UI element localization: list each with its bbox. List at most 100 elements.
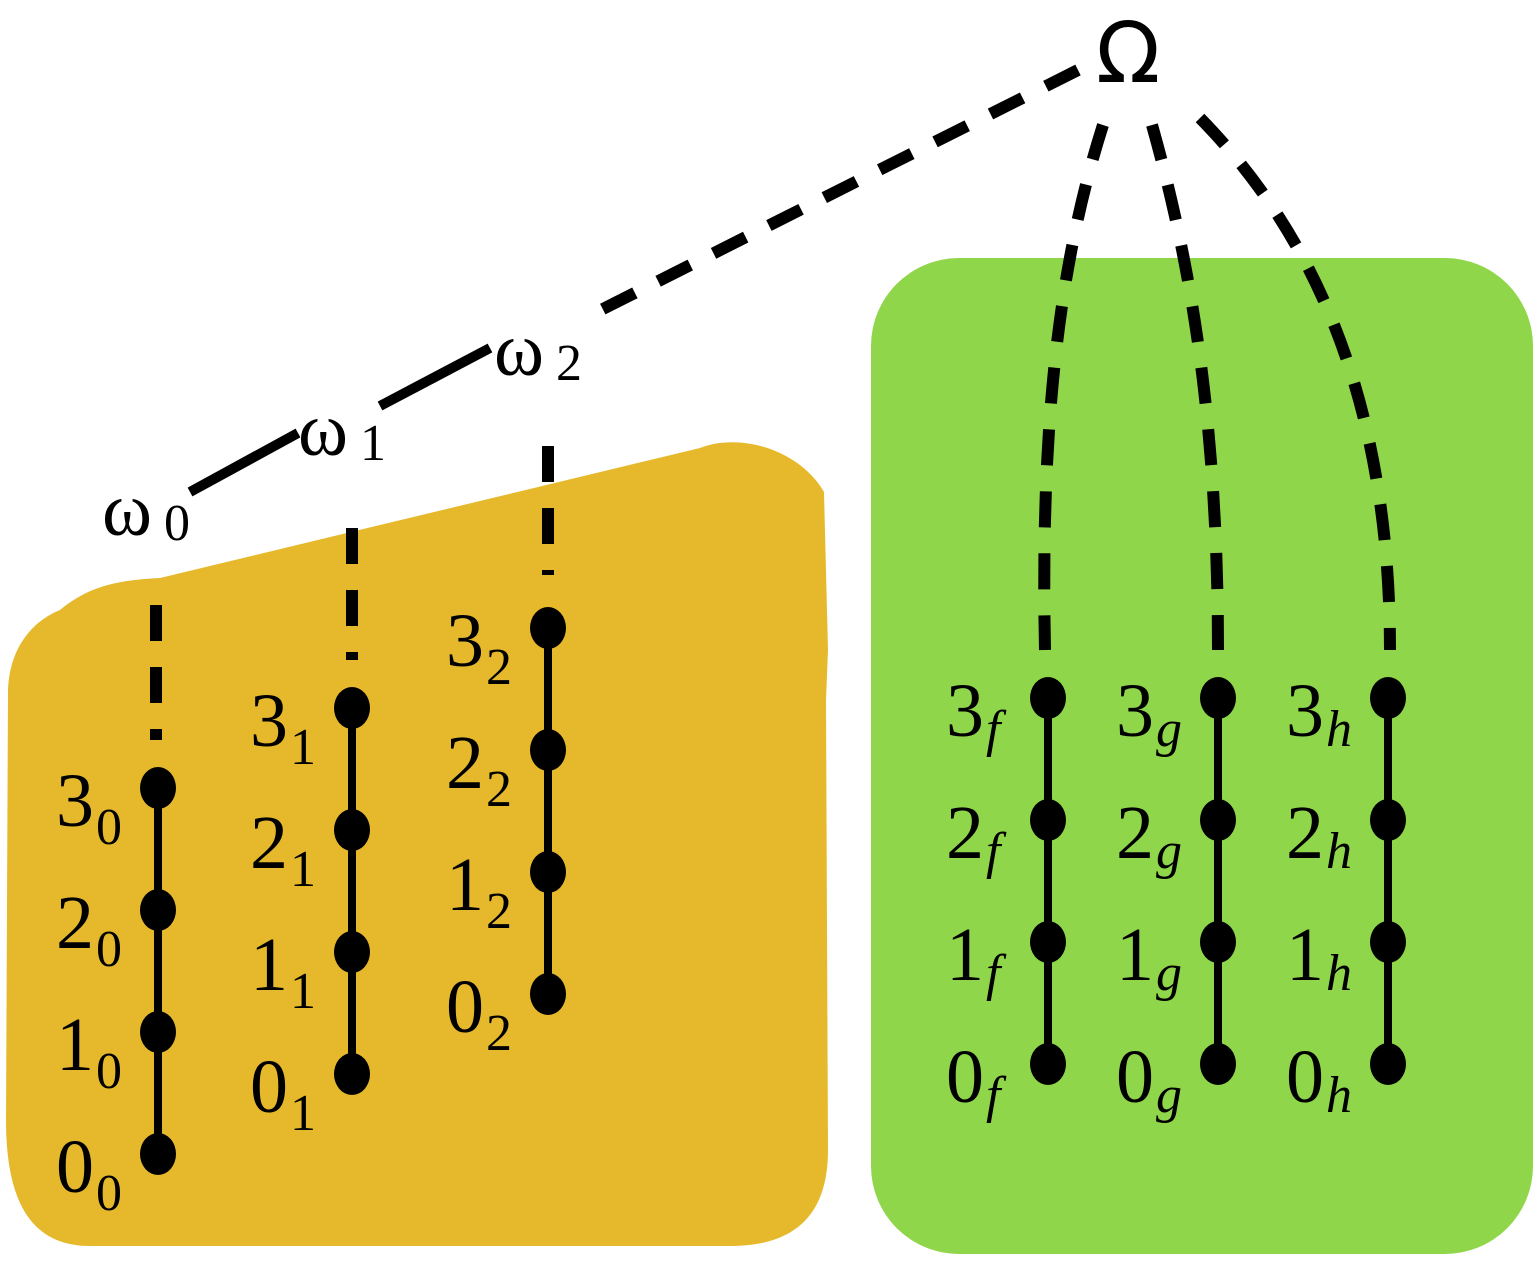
omega-0-label: ω 0 <box>102 468 190 552</box>
node-number: 0 <box>56 1125 94 1209</box>
node-number: 0 <box>250 1045 288 1129</box>
omega-2-label: ω 2 <box>494 308 582 392</box>
node-subscript: 1 <box>290 963 316 1020</box>
ordinal-0-node-dot <box>140 1133 176 1175</box>
node-number: 3 <box>1286 669 1324 753</box>
node-number: 3 <box>1116 669 1154 753</box>
extra-h-node-dot <box>1370 799 1406 841</box>
svg-text:ω: ω <box>494 308 544 392</box>
dashed-edge-omega-to-3f <box>1038 123 1109 651</box>
node-subscript: g <box>1156 945 1182 1002</box>
dashed-edge-omega-to-3h <box>1195 113 1396 651</box>
node-subscript: g <box>1156 823 1182 880</box>
ordinal-1-node-dot <box>334 809 370 851</box>
node-subscript: 0 <box>96 921 122 978</box>
extra-g-node-dot <box>1200 799 1236 841</box>
node-number: 2 <box>946 791 984 875</box>
svg-text:2: 2 <box>556 335 582 392</box>
node-subscript: 1 <box>290 719 316 776</box>
node-subscript: 2 <box>486 639 512 696</box>
edge-omega1-omega2 <box>377 343 493 411</box>
ordinal-0-node-dot <box>140 889 176 931</box>
omega-1-label: ω 1 <box>298 388 386 472</box>
node-subscript: h <box>1326 823 1352 880</box>
ordinal-2-node-dot <box>530 729 566 771</box>
node-number: 1 <box>446 843 484 927</box>
svg-text:0: 0 <box>164 495 190 552</box>
node-number: 3 <box>946 669 984 753</box>
node-number: 1 <box>56 1003 94 1087</box>
extra-f-node-dot <box>1030 1043 1066 1085</box>
node-subscript: 0 <box>96 799 122 856</box>
dashed-edge-omega-to-3g <box>1146 123 1224 651</box>
node-number: 3 <box>446 599 484 683</box>
ordinal-region <box>6 442 828 1246</box>
node-number: 3 <box>250 679 288 763</box>
node-number: 2 <box>1116 791 1154 875</box>
node-number: 1 <box>946 913 984 997</box>
node-subscript: 1 <box>290 1085 316 1142</box>
extra-g-node-dot <box>1200 1043 1236 1085</box>
dashed-edge-omega-to-omega2 <box>582 64 1081 324</box>
node-subscript: 2 <box>486 883 512 940</box>
ordinal-1-node-dot <box>334 1053 370 1095</box>
ordinal-1-node-dot <box>334 687 370 729</box>
extra-g-node-dot <box>1200 677 1236 719</box>
node-number: 2 <box>250 801 288 885</box>
node-subscript: 2 <box>486 1005 512 1062</box>
ordinal-2-node-dot <box>530 973 566 1015</box>
ordinal-1-node-dot <box>334 931 370 973</box>
extra-h-node-dot <box>1370 1043 1406 1085</box>
node-subscript: 0 <box>96 1043 122 1100</box>
node-subscript: h <box>1326 701 1352 758</box>
edge-omega0-omega1 <box>187 428 301 497</box>
node-number: 3 <box>56 759 94 843</box>
node-subscript: h <box>1326 1067 1352 1124</box>
node-number: 0 <box>946 1035 984 1119</box>
ordinal-2-node-dot <box>530 851 566 893</box>
ordinal-0-node-dot <box>140 767 176 809</box>
node-subscript: 2 <box>486 761 512 818</box>
svg-text:ω: ω <box>298 388 348 472</box>
node-subscript: 0 <box>96 1165 122 1222</box>
node-subscript: g <box>1156 1067 1182 1124</box>
root-omega-label: Ω <box>1096 4 1160 102</box>
node-subscript: h <box>1326 945 1352 1002</box>
node-number: 0 <box>446 965 484 1049</box>
node-number: 1 <box>1286 913 1324 997</box>
node-subscript: g <box>1156 701 1182 758</box>
extra-f-node-dot <box>1030 921 1066 963</box>
extra-h-node-dot <box>1370 677 1406 719</box>
node-number: 0 <box>1116 1035 1154 1119</box>
extra-f-node-dot <box>1030 677 1066 719</box>
node-subscript: 1 <box>290 841 316 898</box>
node-number: 0 <box>1286 1035 1324 1119</box>
svg-text:1: 1 <box>360 415 386 472</box>
extra-g-node-dot <box>1200 921 1236 963</box>
node-number: 2 <box>56 881 94 965</box>
ordinal-0-node-dot <box>140 1011 176 1053</box>
svg-text:ω: ω <box>102 468 152 552</box>
